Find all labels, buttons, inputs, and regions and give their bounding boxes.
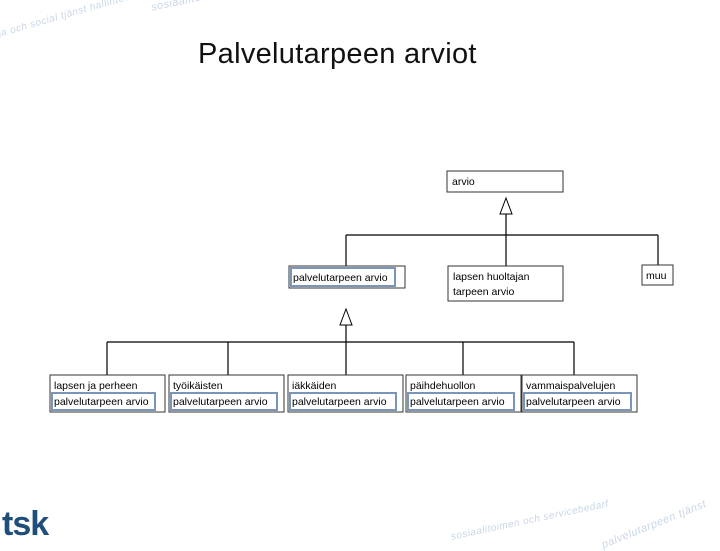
box-huoltajan-line1: lapsen huoltajan	[453, 271, 530, 283]
slide-title: Palvelutarpeen arviot	[198, 38, 477, 70]
box-arvio-label: arvio	[452, 176, 475, 188]
box-huoltajan-tarpeen-arvio: lapsen huoltajan tarpeen arvio	[447, 265, 564, 302]
box-huoltajan-line2: tarpeen arvio	[453, 286, 514, 298]
box-lapsen-line2: palvelutarpeen arvio	[54, 396, 149, 408]
box-tyoikaisten-line1: työikäisten	[173, 380, 223, 392]
tsk-logo: tsk	[2, 505, 49, 543]
box-iakkaiden-line2: palvelutarpeen arvio	[292, 396, 387, 408]
box-muu-label: muu	[646, 270, 667, 282]
box-iakkaiden-line1: iäkkäiden	[292, 380, 337, 392]
box-lapsen-ja-perheen: lapsen ja perheen palvelutarpeen arvio	[49, 374, 166, 413]
box-palvelutarpeen-arvio: palvelutarpeen arvio	[288, 265, 406, 289]
box-arvio: arvio	[446, 170, 564, 193]
inheritance-triangle-bottom	[339, 307, 353, 326]
box-muu: muu	[641, 264, 674, 286]
box-paihdehuollon-line2: palvelutarpeen arvio	[410, 396, 505, 408]
box-paihdehuollon: päihdehuollon palvelutarpeen arvio	[405, 374, 522, 413]
box-iakkaiden: iäkkäiden palvelutarpeen arvio	[287, 374, 404, 413]
connector-bottom	[106, 325, 575, 375]
box-paihdehuollon-line1: päihdehuollon	[410, 380, 476, 392]
box-vammaispalvelujen: vammaispalvelujen palvelutarpeen arvio	[521, 374, 638, 413]
box-vammaispalvelujen-line1: vammaispalvelujen	[526, 380, 615, 392]
connector-top	[345, 214, 659, 266]
box-palvelutarpeen-arvio-label: palvelutarpeen arvio	[293, 272, 388, 284]
inheritance-triangle-top	[499, 196, 513, 215]
box-tyoikaisten: työikäisten palvelutarpeen arvio	[168, 374, 285, 413]
box-tyoikaisten-line2: palvelutarpeen arvio	[173, 396, 268, 408]
box-lapsen-line1: lapsen ja perheen	[54, 380, 138, 392]
box-vammaispalvelujen-line2: palvelutarpeen arvio	[526, 396, 621, 408]
